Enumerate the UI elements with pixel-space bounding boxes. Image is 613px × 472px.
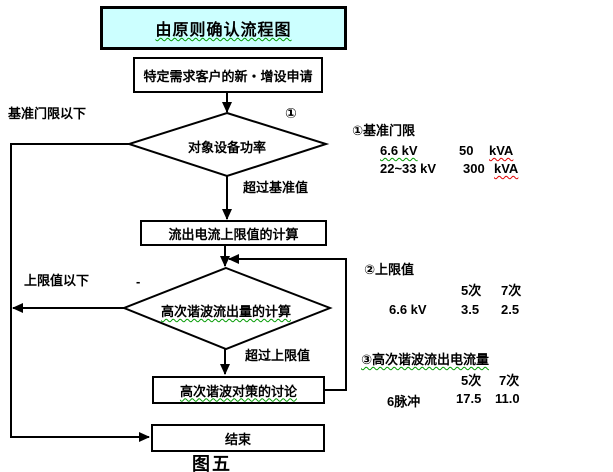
end-box: 结束 [151, 424, 325, 452]
page-title: 由原则确认流程图 [155, 22, 292, 39]
start-box-label: 特定需求客户的新・增设申请 [143, 68, 313, 84]
decision1-label: 对象设备功率 [187, 140, 266, 155]
annotation1-row1-value: 50 [459, 143, 474, 158]
annotation1-row1-label: 6.6 kV [380, 143, 418, 158]
decision2-label: 高次谐波流出量的计算 [160, 304, 291, 319]
decision2-diamond [121, 266, 333, 351]
decision1-diamond [125, 111, 330, 178]
annotation3-col1: 5次 [461, 373, 482, 388]
label-exceed-limit: 超过上限值 [245, 348, 311, 363]
process2-label: 高次谐波对策的讨论 [179, 383, 297, 399]
label-below-threshold: 基准门限以下 [8, 106, 87, 121]
annotation2-col1: 5次 [461, 283, 482, 298]
start-box: 特定需求客户的新・增设申请 [133, 57, 323, 93]
circled-one-marker: ① [285, 105, 297, 121]
stray-dash-mark: - [136, 274, 141, 289]
annotation3-row-label: 6脉冲 [387, 394, 421, 409]
annotation3-value2: 11.0 [495, 391, 520, 406]
annotation2-col2: 7次 [501, 283, 522, 298]
process1-box: 流出电流上限值的计算 [140, 220, 327, 246]
annotation2-value1: 3.5 [461, 302, 480, 317]
annotation1-row2-label: 22~33 kV [380, 161, 437, 176]
annotation3-value1: 17.5 [456, 391, 482, 406]
arrow-feedback-loop [228, 254, 347, 391]
annotation2-heading: ②上限值 [364, 262, 415, 277]
title-box: 由原则确认流程图 [100, 6, 347, 50]
annotation1-row2-unit: kVA [494, 161, 519, 176]
arrow-decision1-no-to-end [10, 143, 150, 442]
process2-box: 高次谐波对策的讨论 [152, 376, 325, 404]
annotation1-heading: ①基准门限 [352, 123, 416, 138]
annotation1-row2-value: 300 [463, 161, 485, 176]
figure-caption: 图五 [192, 454, 232, 472]
annotation3-heading: ③高次谐波流出电流量 [361, 352, 490, 367]
label-exceed-threshold: 超过基准值 [243, 180, 309, 195]
end-box-label: 结束 [224, 431, 251, 447]
annotation2-value2: 2.5 [501, 302, 520, 317]
annotation2-row-label: 6.6 kV [389, 302, 427, 317]
annotation3-col2: 7次 [499, 373, 520, 388]
label-below-limit: 上限值以下 [24, 273, 90, 288]
annotation1-row1-unit: kVA [489, 143, 514, 158]
process1-label: 流出电流上限值的计算 [168, 226, 299, 242]
